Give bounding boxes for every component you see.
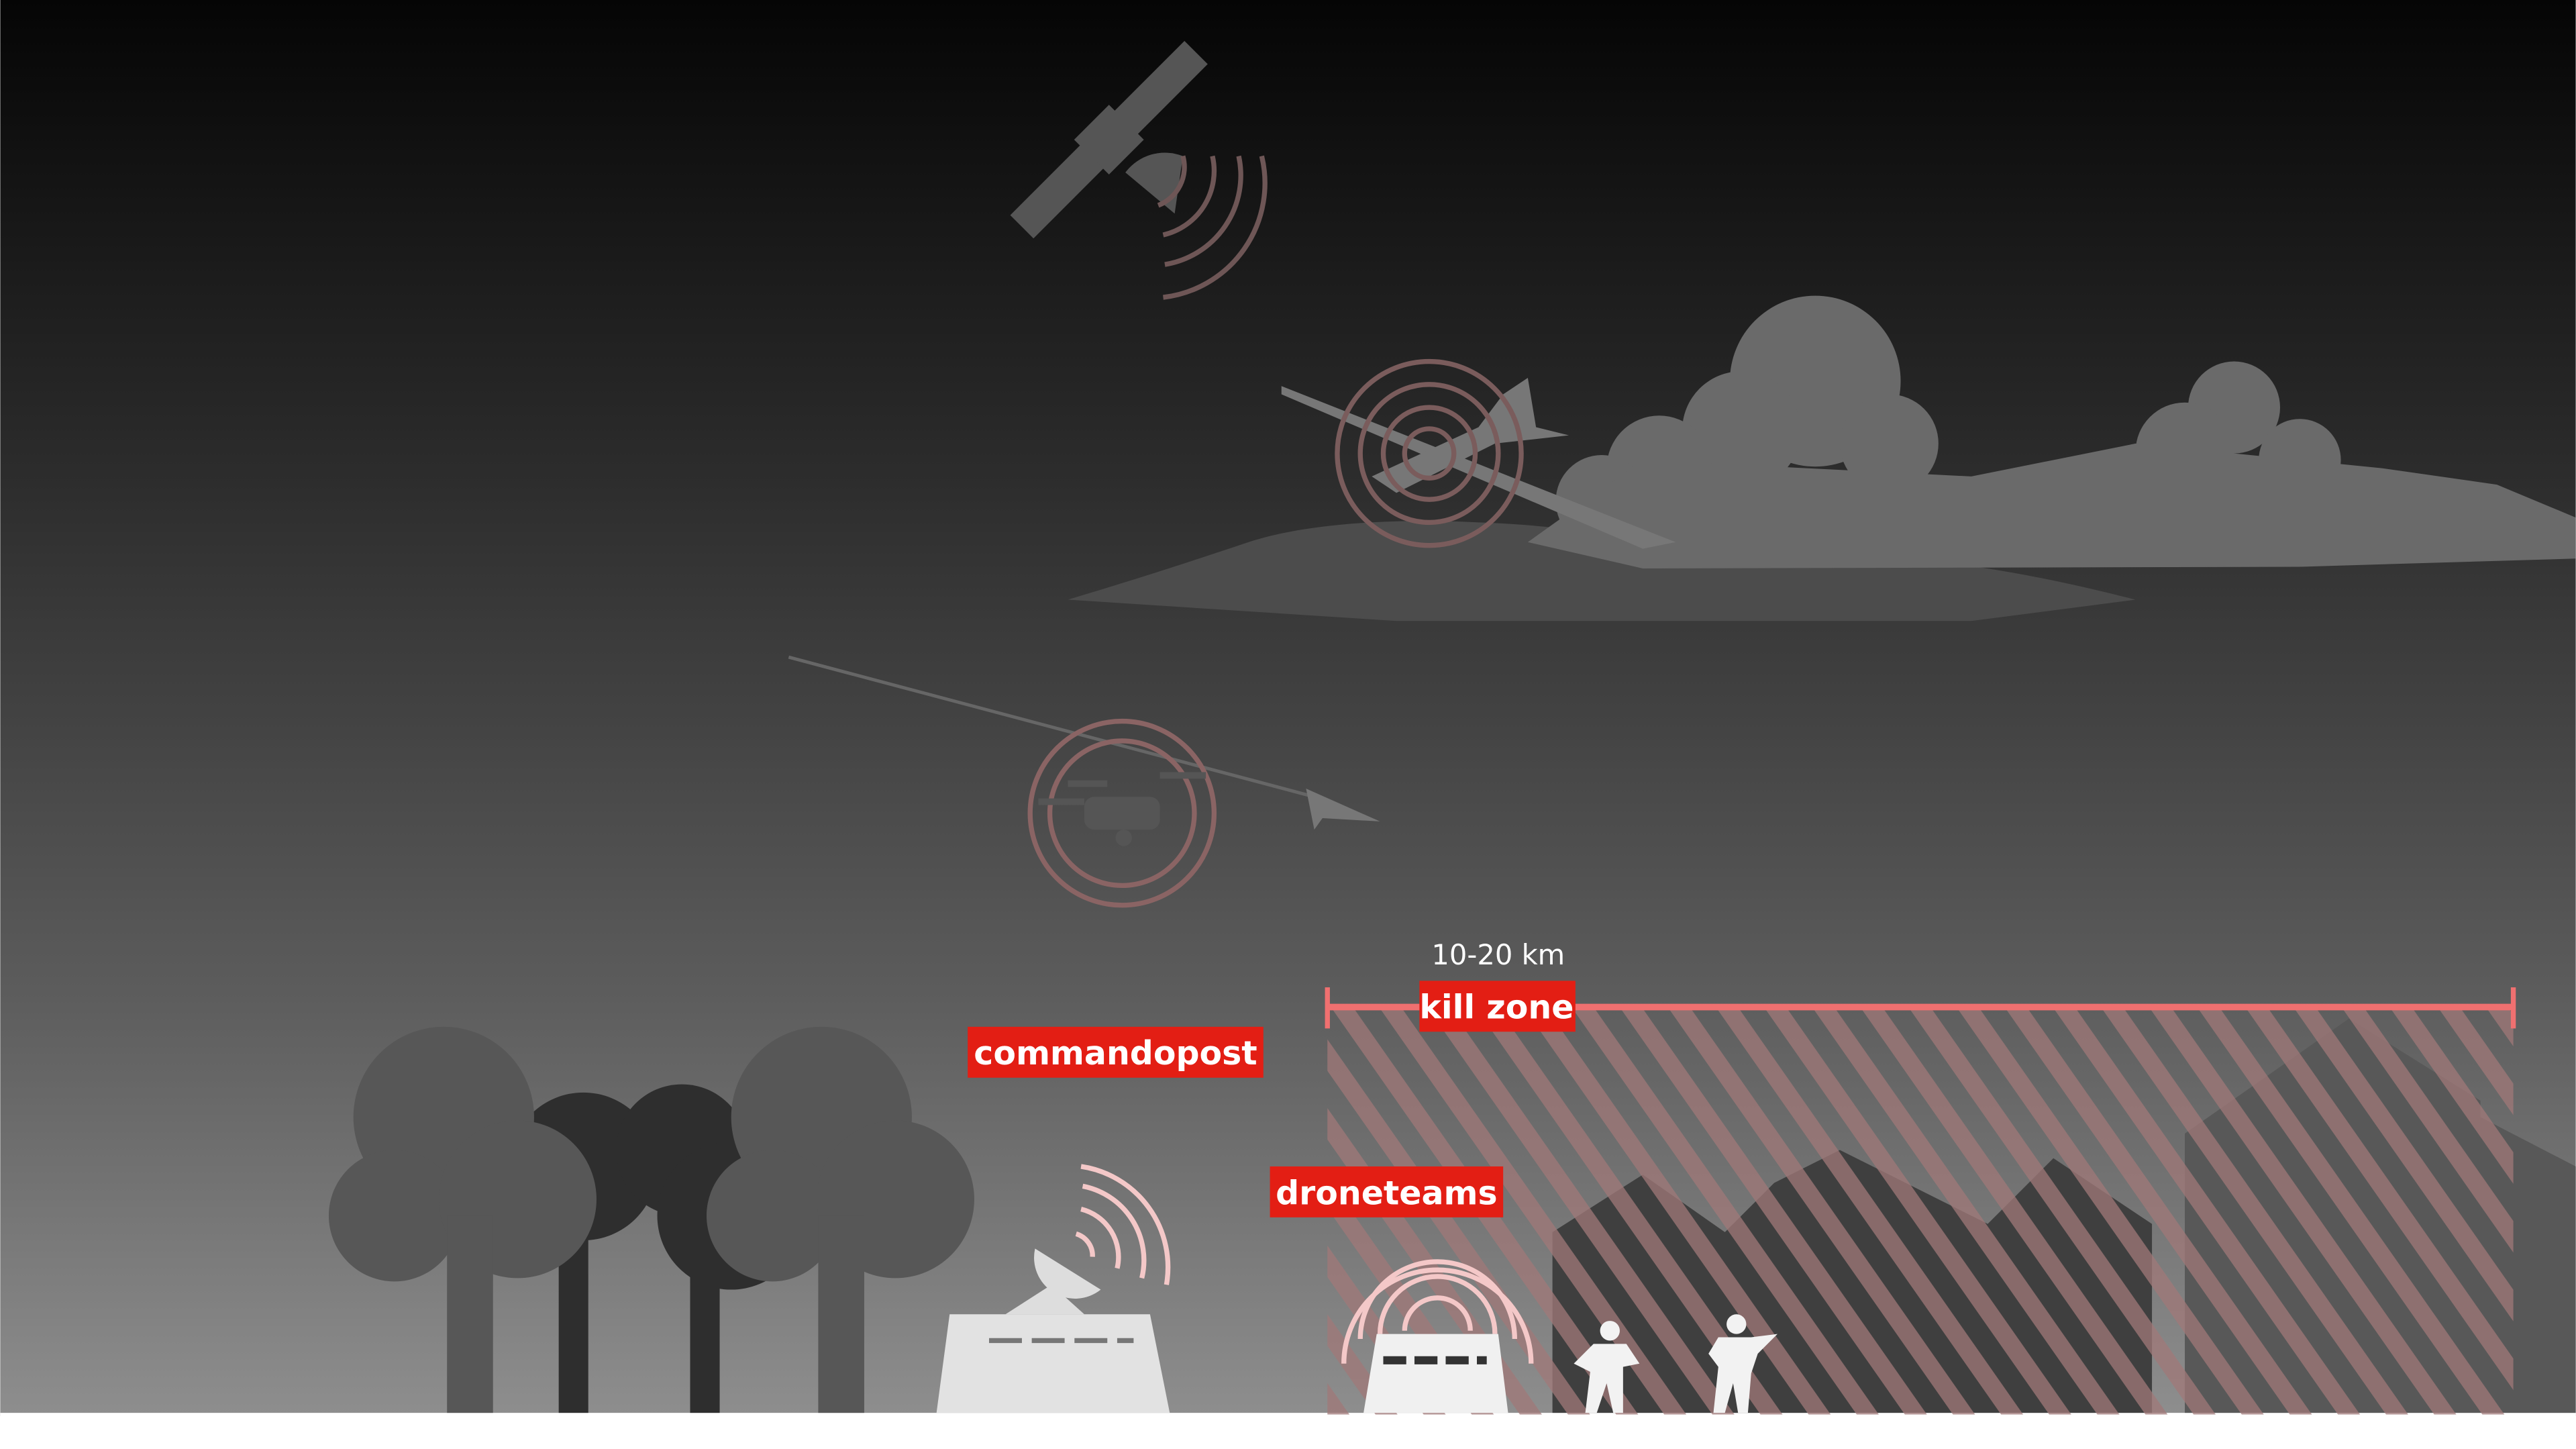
reconnaissance-plane-icon xyxy=(1281,358,1676,549)
drone-teams-label-text: droneteams xyxy=(1276,1174,1498,1212)
command-post-label-text: commandopost xyxy=(974,1034,1257,1072)
cloud-front xyxy=(1527,295,2576,568)
soldier-icon xyxy=(1574,1321,1640,1413)
soldier-icon xyxy=(1708,1314,1778,1413)
command-post-icon xyxy=(936,1164,1171,1413)
kill-zone-label: kill zone xyxy=(1419,981,1576,1032)
trees xyxy=(328,1026,974,1413)
cloud-back xyxy=(1068,521,2136,621)
missile-icon xyxy=(788,655,1380,830)
kill-zone-label-text: kill zone xyxy=(1419,989,1574,1027)
command-post-label: commandopost xyxy=(968,1026,1264,1078)
ground-strip xyxy=(0,1413,2576,1449)
drone-team-vehicle-icon xyxy=(1341,1259,1534,1413)
kill-zone-area xyxy=(1325,987,2576,1415)
attack-drone-icon xyxy=(1027,718,1217,908)
distance-label: 10-20 km xyxy=(1431,938,1565,971)
drone-teams-label: droneteams xyxy=(1270,1166,1504,1217)
